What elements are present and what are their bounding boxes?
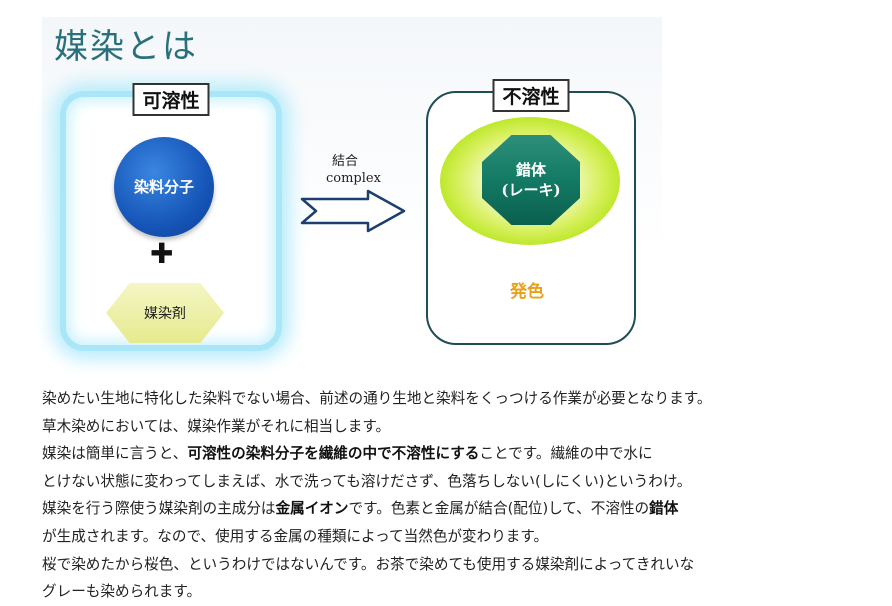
paragraph-line: 媒染は簡単に言うと、可溶性の染料分子を繊維の中で不溶性にすることです。繊維の中で… bbox=[42, 440, 887, 468]
text-run: 媒染を行う際使う媒染剤の主成分は bbox=[42, 500, 276, 518]
figure-title: 媒染とは bbox=[54, 27, 198, 67]
emphasis-text: 金属イオン bbox=[275, 500, 349, 518]
explanation-text: 染めたい生地に特化した染料でない場合、前述の通り生地と染料をくっつける作業が必要… bbox=[42, 385, 887, 606]
arrow-label: 結合 complex bbox=[326, 153, 381, 187]
paragraph-line: 媒染を行う際使う媒染剤の主成分は金属イオンです。色素と金属が結合(配位)して、不… bbox=[42, 495, 887, 523]
text-run: ことです。繊維の中で水に bbox=[479, 445, 653, 463]
soluble-box: 可溶性 染料分子 ✚ 媒染剤 bbox=[60, 83, 282, 351]
paragraph-line: グレーも染められます。 bbox=[42, 583, 202, 601]
paragraph-line: が生成されます。なので、使用する金属の種類によって当然色が変わります。 bbox=[42, 527, 549, 545]
mordant-hexagon: 媒染剤 bbox=[106, 283, 224, 343]
soluble-label: 可溶性 bbox=[132, 83, 210, 116]
complex-label-line1: 錯体 bbox=[515, 161, 546, 179]
text-run: です。色素と金属が結合(配位)して、不溶性の bbox=[348, 500, 650, 518]
complex-octagon: 錯体 (レーキ) bbox=[482, 135, 580, 225]
complex-label-line2: (レーキ) bbox=[501, 181, 561, 199]
paragraph-line: 桜で染めたから桜色、というわけではないんです。お茶で染めても使用する媒染剤によっ… bbox=[42, 555, 695, 573]
text-run: 媒染は簡単に言うと、 bbox=[42, 445, 188, 463]
emphasis-text: 錯体 bbox=[649, 500, 679, 518]
arrow-label-bond: 結合 bbox=[332, 154, 359, 169]
insoluble-box: 不溶性 錯体 (レーキ) 発色 bbox=[426, 79, 636, 345]
dye-molecule-label: 染料分子 bbox=[134, 178, 195, 196]
dye-molecule-circle: 染料分子 bbox=[114, 137, 214, 237]
color-development-label: 発色 bbox=[510, 282, 544, 302]
insoluble-label: 不溶性 bbox=[492, 79, 570, 112]
arrow-label-complex: complex bbox=[326, 171, 381, 186]
paragraph-line: とけない状態に変わってしまえば、水で洗っても溶けださず、色落ちしない(しにくい)… bbox=[42, 472, 692, 490]
right-arrow-icon bbox=[300, 189, 406, 233]
complex-label: 錯体 (レーキ) bbox=[491, 160, 571, 200]
plus-icon: ✚ bbox=[150, 237, 174, 270]
emphasis-text: 可溶性の染料分子を繊維の中で不溶性にする bbox=[187, 445, 480, 463]
paragraph-line: 草木染めにおいては、媒染作業がそれに相当します。 bbox=[42, 417, 391, 435]
mordant-label: 媒染剤 bbox=[144, 306, 186, 322]
paragraph-line: 染めたい生地に特化した染料でない場合、前述の通り生地と染料をくっつける作業が必要… bbox=[42, 390, 712, 407]
mordant-diagram: 媒染とは 可溶性 染料分子 ✚ 媒染剤 結合 complex 不溶性 錯体 (レ… bbox=[42, 17, 662, 355]
